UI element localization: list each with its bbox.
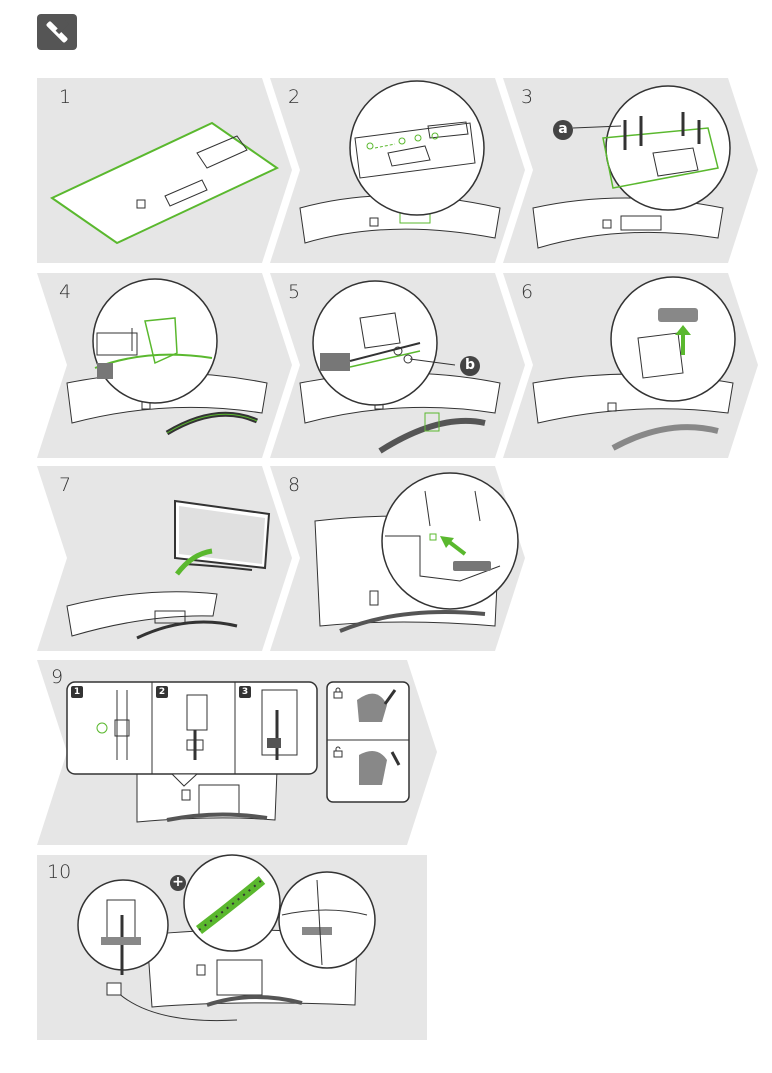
step-2-number: 2 (288, 86, 301, 108)
substep-3: 3 (239, 686, 251, 698)
callout-a: a (553, 120, 573, 140)
substep-1: 1 (71, 686, 83, 698)
step-5-number: 5 (288, 281, 301, 303)
step-6-number: 6 (521, 281, 534, 303)
step-2-panel: 2 (270, 78, 525, 263)
step-1-number: 1 (59, 86, 72, 108)
step-4-number: 4 (59, 281, 72, 303)
step-4-panel: 4 (37, 273, 292, 458)
step-3-number: 3 (521, 86, 534, 108)
step-1-panel: 1 (37, 78, 292, 263)
step-5-panel: 5 b (270, 273, 525, 458)
lock-icon (333, 687, 343, 699)
step-6-panel: 6 (503, 273, 758, 458)
step-8-panel: 8 (270, 466, 525, 651)
step-8-number: 8 (288, 474, 301, 496)
callout-b: b (460, 356, 480, 376)
screwdriver-icon (37, 14, 77, 50)
step-3-panel: 3 a (503, 78, 758, 263)
substep-2: 2 (156, 686, 168, 698)
unlock-icon (333, 746, 343, 758)
step-7-panel: 7 (37, 466, 292, 651)
step-9-panel: 9 1 2 3 (37, 660, 437, 845)
step-9-number: 9 (51, 666, 64, 688)
step-10-panel: 10 + (37, 854, 427, 1040)
step-7-number: 7 (59, 474, 72, 496)
plus-icon: + (170, 875, 186, 891)
step-10-number: 10 (47, 861, 72, 883)
